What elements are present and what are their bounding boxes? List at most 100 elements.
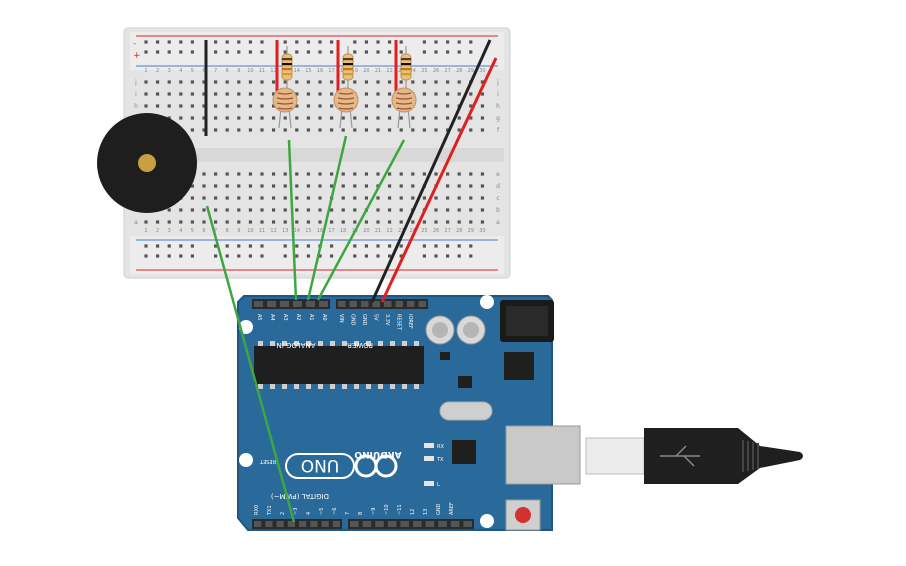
hole [225, 196, 229, 200]
resistor[interactable] [342, 53, 354, 81]
rail-hole [446, 50, 450, 54]
column-number: 20 [363, 68, 369, 74]
chip-pin [282, 384, 287, 389]
header-pin [400, 521, 409, 527]
power-pin-label: RESET [396, 314, 402, 331]
hole [376, 80, 380, 84]
hole [306, 196, 310, 200]
header-pin [254, 301, 263, 307]
hole [376, 116, 380, 120]
hole [306, 184, 310, 188]
rail-hole [364, 40, 368, 44]
hole [411, 172, 415, 176]
hole [190, 80, 194, 84]
rail-hole [388, 50, 392, 54]
rib [752, 442, 754, 470]
rail-hole [144, 254, 148, 258]
photoresistor[interactable] [272, 87, 298, 113]
hole [306, 128, 310, 132]
column-number: 28 [456, 68, 462, 74]
chip-pin [294, 341, 299, 346]
rail-hole [457, 50, 461, 54]
hole [295, 220, 299, 224]
hole [457, 172, 461, 176]
digital-pin-label: RX0 [254, 505, 260, 515]
wire-5v[interactable] [380, 57, 498, 303]
photoresistor[interactable] [391, 87, 417, 113]
usb-port [505, 425, 581, 485]
chip-pin [414, 384, 419, 389]
hole [480, 80, 484, 84]
hole [214, 92, 218, 96]
chip-pin [258, 341, 263, 346]
hole [318, 128, 322, 132]
hole [167, 92, 171, 96]
piezo-buzzer[interactable] [97, 113, 197, 213]
hole [341, 196, 345, 200]
wire-a1[interactable] [306, 135, 348, 301]
hole [330, 220, 334, 224]
hole [295, 172, 299, 176]
column-number: 27 [444, 228, 450, 234]
rail-hole [434, 50, 438, 54]
rail-hole [469, 50, 473, 54]
wire-buzzer-digital[interactable] [205, 205, 296, 523]
hole [248, 92, 252, 96]
hole [422, 80, 426, 84]
hole [399, 128, 403, 132]
hole [446, 128, 450, 132]
crystal [439, 401, 493, 421]
header-pin [425, 521, 435, 527]
hole [480, 208, 484, 212]
digital-pin-label: AREF [449, 502, 455, 515]
wire-gnd[interactable] [370, 39, 492, 303]
rail-hole [167, 244, 171, 248]
usb-plug-metal [585, 437, 645, 475]
column-number: 21 [375, 68, 381, 74]
wire-a0[interactable] [316, 139, 406, 301]
header-pin [438, 521, 447, 527]
row-letter: i [135, 91, 137, 98]
rail-hole [167, 254, 171, 258]
hole [272, 172, 276, 176]
column-number: 21 [375, 228, 381, 234]
hole [364, 104, 368, 108]
resistor[interactable] [281, 53, 293, 81]
hole [295, 128, 299, 132]
photoresistor[interactable] [333, 87, 359, 113]
column-number: 2 [156, 228, 159, 234]
hole [376, 172, 380, 176]
hole [411, 116, 415, 120]
rail-hole [179, 50, 183, 54]
column-number: 14 [294, 68, 300, 74]
hole [225, 128, 229, 132]
rail-hole [214, 254, 218, 258]
hole [341, 116, 345, 120]
resistor[interactable] [400, 53, 412, 81]
row-letter: a [134, 219, 138, 226]
header-pin [276, 521, 284, 527]
hole [376, 220, 380, 224]
rail-hole [353, 40, 357, 44]
column-number: 30 [479, 68, 485, 74]
hole [260, 128, 264, 132]
rail-hole [283, 254, 287, 258]
hole [364, 184, 368, 188]
chip-pin [402, 384, 407, 389]
column-number: 22 [386, 228, 392, 234]
hole [388, 128, 392, 132]
l-label: L [437, 482, 440, 488]
rail-hole [306, 40, 310, 44]
reset-button[interactable] [515, 507, 531, 523]
hole [457, 92, 461, 96]
rail-hole [144, 40, 148, 44]
wire-a2[interactable] [287, 139, 298, 301]
analog-header-label: ANALOG IN [277, 341, 316, 349]
rail-hole [144, 244, 148, 248]
chip-pins [258, 341, 419, 389]
chip-pin [402, 341, 407, 346]
ldr-trace [276, 92, 294, 110]
hole [190, 128, 194, 132]
hole [237, 80, 241, 84]
hole [364, 92, 368, 96]
